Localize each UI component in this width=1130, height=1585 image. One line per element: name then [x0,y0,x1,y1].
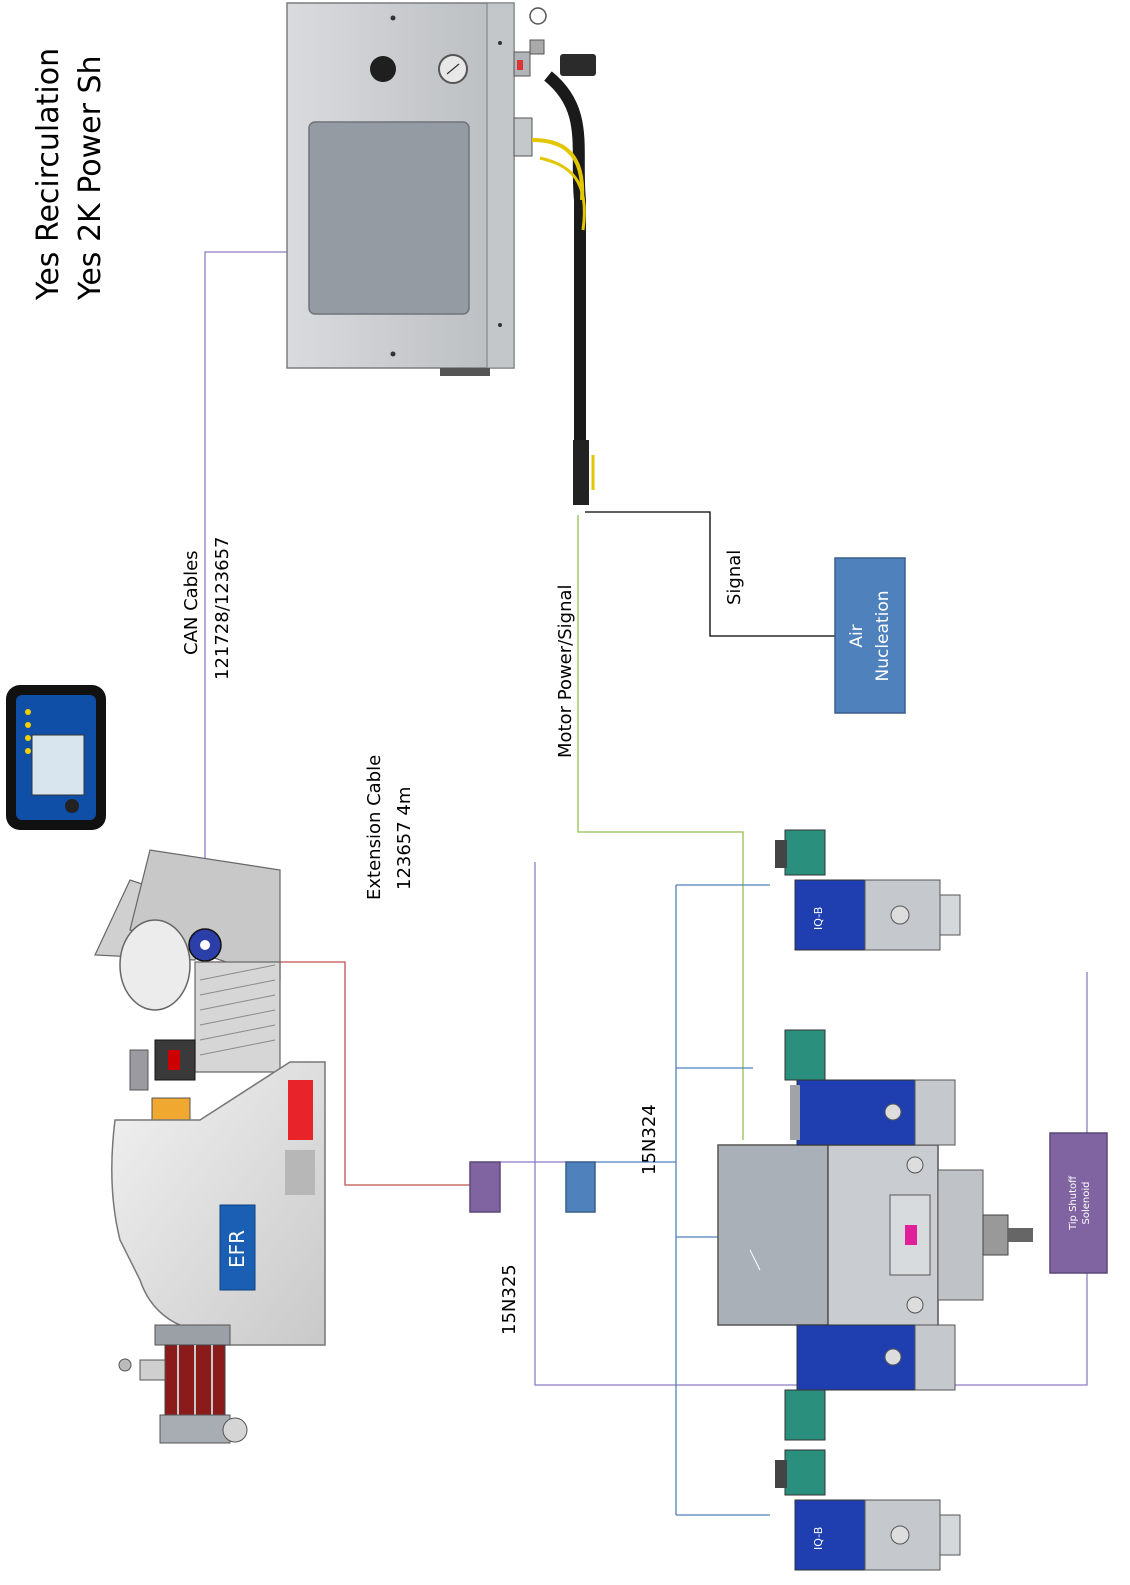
can-cables-part: 121728/123657 [212,537,233,681]
can-cables-label: CAN Cables [181,550,202,655]
iqb-valve-top: IQ-B [775,830,960,950]
extension-cable-part: 123657 4m [394,787,415,890]
blue-connector-box [566,1162,595,1212]
efr-badge-text: EFR [225,1230,249,1268]
efr-machine: EFR [95,850,325,1443]
air-nucleation-box: Air Nucleation [835,558,905,713]
purple-connector-box [470,1162,500,1212]
iqb-badge-top: IQ-B [812,907,825,930]
iqb-badge-bottom: IQ-B [812,1527,825,1550]
signal-line [585,512,838,636]
part-15n325-label: 15N325 [499,1264,520,1335]
motor-power-line [578,515,743,1140]
header-line-2: Yes 2K Power Sh [73,55,108,301]
part-15n324-label: 15N324 [639,1104,660,1175]
air-nucleation-line-1: Air [847,624,867,647]
applicator-assembly [718,1030,1033,1440]
signal-label: Signal [724,550,745,605]
tip-shutoff-line-1: Tip Shutoff [1068,1175,1079,1231]
extension-cable-label: Extension Cable [364,755,385,900]
tip-shutoff-line-2: Solenoid [1081,1182,1092,1225]
tip-shutoff-box: Tip Shutoff Solenoid [1050,1133,1107,1273]
control-box [287,3,596,505]
air-nucleation-line-2: Nucleation [873,590,893,681]
handheld-controller [6,685,106,830]
motor-power-label: Motor Power/Signal [555,584,576,758]
iqb-valve-bottom: IQ-B [775,1450,960,1570]
power-knob-icon [370,56,396,82]
header-line-1: Yes Recirculation [31,48,66,301]
